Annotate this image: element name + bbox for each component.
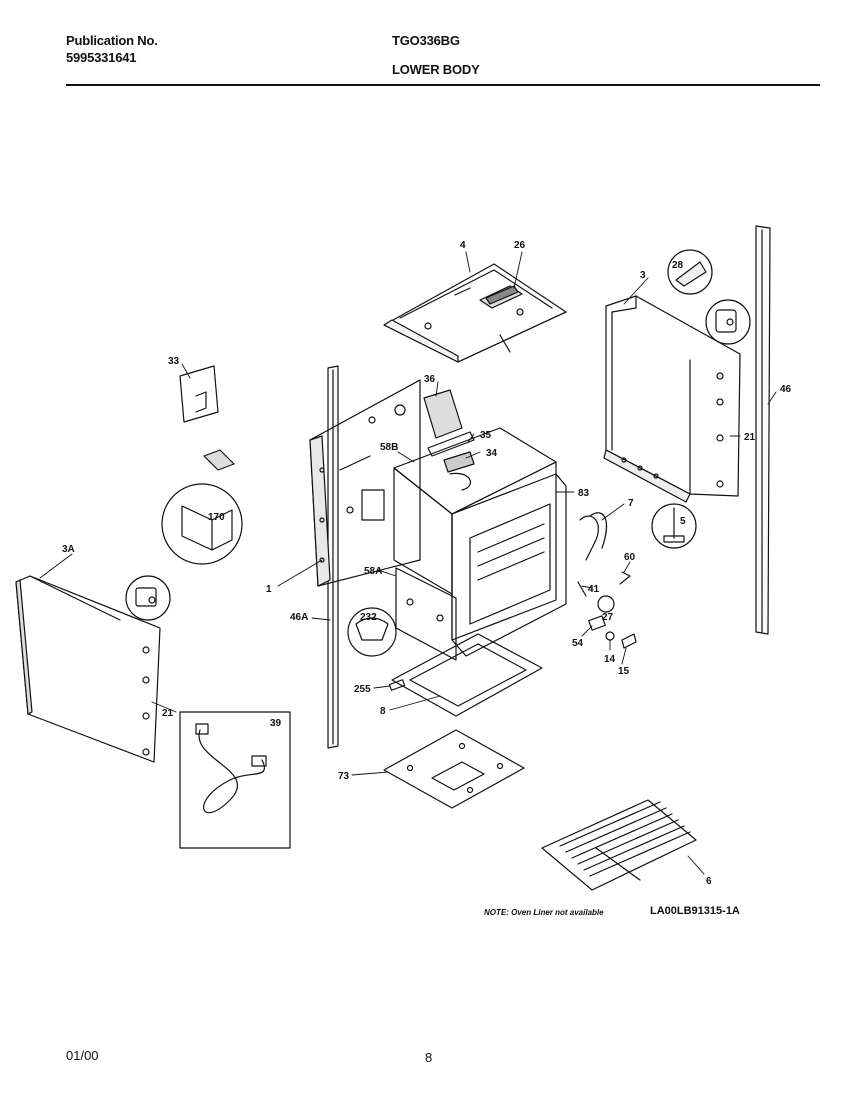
- callout-label: 46A: [290, 612, 308, 623]
- note-text: NOTE: Oven Liner not available: [484, 908, 604, 917]
- part-bracket-170-small: [203, 449, 235, 471]
- detail-circle-top-right: [705, 299, 751, 345]
- part-bracket-33: [179, 365, 219, 423]
- detail-circle-5: [651, 503, 697, 549]
- callout-label: 4: [460, 240, 466, 251]
- part-drawer-73: [383, 729, 525, 809]
- callout-label: 58B: [380, 442, 398, 453]
- section-title: LOWER BODY: [392, 62, 480, 77]
- part-lower-bracket: [395, 567, 457, 661]
- part-oven-rack: [541, 799, 697, 891]
- part-power-cord: [179, 711, 291, 849]
- callout-label: 54: [572, 638, 584, 649]
- callout-label: 41: [588, 584, 600, 595]
- detail-circle-232: [347, 607, 397, 657]
- part-right-trim: [755, 225, 771, 635]
- callout-label: 27: [602, 612, 614, 623]
- part-front-frame: [451, 473, 567, 657]
- detail-circle-170: [161, 483, 243, 565]
- callout-label: 3A: [62, 544, 75, 555]
- detail-circle-28: [667, 249, 713, 295]
- part-left-side-panel: [15, 575, 161, 763]
- part-top-panel: [383, 263, 567, 363]
- callout-label: 8: [380, 706, 386, 717]
- callout-label: 5: [680, 516, 686, 527]
- callout-label: 7: [628, 498, 634, 509]
- part-oven-cavity: [393, 427, 557, 641]
- callout-label: 39: [270, 718, 282, 729]
- part-bracket-26: [485, 285, 519, 305]
- callout-label: 21: [162, 708, 174, 719]
- callout-label: 83: [578, 488, 590, 499]
- callout-label: 34: [486, 448, 498, 459]
- page-number: 8: [425, 1050, 433, 1065]
- callout-labels: 4 26 3 28 33 36 5 46 58B 35 34 21 83 7 1…: [62, 240, 792, 887]
- publication-number: 5995331641: [66, 50, 137, 65]
- callout-label: 26: [514, 240, 526, 251]
- callout-label: 73: [338, 771, 350, 782]
- publication-label: Publication No.: [66, 33, 158, 48]
- footer-date: 01/00: [66, 1048, 99, 1063]
- callout-label: 33: [168, 356, 180, 367]
- leader-lines: [39, 251, 777, 875]
- callout-label: 232: [360, 612, 377, 623]
- callout-label: 58A: [364, 566, 382, 577]
- callout-label: 35: [480, 430, 492, 441]
- part-vent-duct: [423, 389, 475, 473]
- header-rule: [66, 84, 820, 86]
- callout-label: 170: [208, 512, 225, 523]
- callout-label: 3: [640, 270, 646, 281]
- part-small-components: [577, 512, 637, 649]
- callout-label: 21: [744, 432, 756, 443]
- callout-label: 1: [266, 584, 272, 595]
- callout-label: 60: [624, 552, 636, 563]
- callout-label: 14: [604, 654, 616, 665]
- model-number: TGO336BG: [392, 33, 460, 48]
- part-oven-bottom: [391, 633, 543, 717]
- callout-label: 255: [354, 684, 371, 695]
- callout-label: 6: [706, 876, 712, 887]
- callout-label: 46: [780, 384, 792, 395]
- part-body-side: [309, 379, 421, 587]
- callout-label: 15: [618, 666, 630, 677]
- detail-circle-3A-clip: [125, 575, 171, 621]
- callout-label: 36: [424, 374, 436, 385]
- part-left-trim: [327, 365, 339, 749]
- part-right-side-panel: [603, 295, 741, 503]
- diagram-reference: LA00LB91315-1A: [650, 905, 740, 917]
- part-255: [388, 679, 406, 691]
- callout-label: 28: [672, 260, 684, 271]
